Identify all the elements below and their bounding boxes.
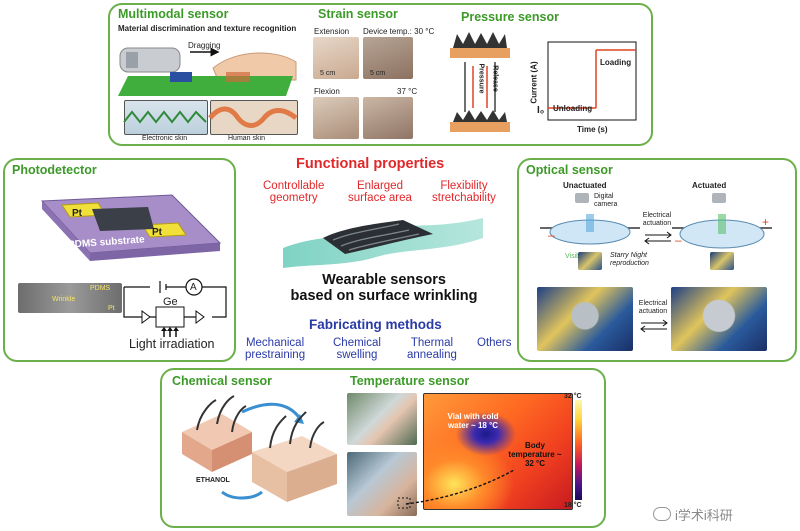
optical-membrane-actuated <box>672 214 772 249</box>
ethanol-label: ETHANOL <box>196 477 230 484</box>
scale-top-label: 32 °C <box>564 393 582 400</box>
pressure-title: Pressure sensor <box>461 10 559 24</box>
vial-photo <box>347 393 417 445</box>
chemical-skin-illustration <box>182 395 337 502</box>
wrinkle-micrograph <box>18 283 122 313</box>
thermal-pointer <box>397 469 515 509</box>
human-skin-inset <box>210 100 298 135</box>
strain-extension: Extension <box>314 27 350 36</box>
strain-photo-3 <box>313 97 359 139</box>
optical-arrows-1 <box>644 231 672 245</box>
human-skin-wave <box>208 106 298 128</box>
main-title-line-2: based on surface wrinkling <box>290 288 478 304</box>
starry-night-photo-left <box>537 287 633 351</box>
watermark: i学术i科研 <box>653 505 733 524</box>
wrinkled-surface <box>283 218 483 268</box>
micro-pt-label: Pt <box>108 305 115 312</box>
micro-pdms-label: PDMS <box>90 285 111 292</box>
electronic-skin-wave <box>123 110 207 124</box>
electrical-actuation-2: Electrical actuation <box>638 300 668 315</box>
optical-membrane-unactuated <box>540 214 640 245</box>
wechat-icon <box>653 507 671 521</box>
chemical-title: Chemical sensor <box>172 374 273 388</box>
temperature-scale <box>575 400 582 500</box>
method-others: Others <box>477 337 512 349</box>
multimodal-subtitle: Material discrimination and texture reco… <box>118 24 297 33</box>
dragging-label: Dragging <box>188 41 221 50</box>
strain-photo-4 <box>363 97 413 139</box>
light-irradiation-label: Light irradiation <box>129 337 215 351</box>
watermark-text: i学术i科研 <box>675 508 733 523</box>
optical-arrows-2 <box>640 319 668 333</box>
pressure-arrow-label: Pressure <box>477 63 485 94</box>
main-title-line-1: Wearable sensors <box>322 272 446 288</box>
minus-sign-2: – <box>675 233 682 247</box>
photodetector-device <box>40 194 222 261</box>
unactuated-label: Unactuated <box>563 181 607 190</box>
body-annotation: Body temperature ~ 32 °C <box>508 441 562 468</box>
photodetector-panel <box>3 158 236 362</box>
multimodal-title: Multimodal sensor <box>118 7 229 21</box>
visible-label: Visible <box>565 253 586 260</box>
minus-sign-1: – <box>548 228 555 242</box>
strain-title: Strain sensor <box>318 7 398 21</box>
ammeter-label: A <box>190 282 197 293</box>
pressure-device <box>450 32 510 132</box>
label-human-skin: Human skin <box>228 135 265 142</box>
thermal-image <box>423 393 573 510</box>
photodetector-title: Photodetector <box>12 163 97 177</box>
pt-label-2: Pt <box>152 227 162 238</box>
ge-label: Ge <box>163 296 178 308</box>
strain-photo-1 <box>313 37 359 79</box>
starry-night-photo-right <box>671 287 767 351</box>
electrical-actuation-1: Electrical actuation <box>642 212 672 227</box>
functional-title: Functional properties <box>296 156 445 172</box>
starry-night-label: Starry Night reproduction <box>610 252 649 267</box>
pt-label-1: Pt <box>72 208 82 219</box>
plus-sign: + <box>762 215 770 229</box>
temperature-title: Temperature sensor <box>350 374 470 388</box>
strain-device-temp: Device temp.: 30 °C <box>363 27 435 36</box>
strain-cm-1: 5 cm <box>320 70 336 77</box>
optical-title: Optical sensor <box>526 163 613 177</box>
micro-wrinkle-label: Wrinkle <box>52 296 76 303</box>
vial-annotation: Vial with cold water ~ 18 °C <box>447 412 499 430</box>
arm-photo <box>347 452 417 516</box>
starry-night-small-1 <box>578 252 602 270</box>
multimodal-illustration <box>118 47 297 96</box>
electronic-skin-inset <box>124 100 208 135</box>
strain-photo-2 <box>363 37 413 79</box>
actuated-label: Actuated <box>692 181 727 190</box>
pressure-loading: Loading <box>600 58 632 67</box>
photodetector-circuit <box>123 278 227 337</box>
camera-icon-2 <box>712 193 726 203</box>
pressure-unloading: Unloading <box>553 104 593 113</box>
pressure-ylabel: Current (A) <box>529 61 539 104</box>
pressure-chart <box>547 41 637 121</box>
scale-bottom-label: 18 °C <box>564 502 582 509</box>
camera-icon-1 <box>575 193 589 203</box>
digital-camera-label: Digital camera <box>594 193 618 208</box>
starry-night-small-2 <box>710 252 734 270</box>
pressure-xlabel: Time (s) <box>577 125 608 134</box>
label-electronic-skin: Electronic skin <box>142 135 188 142</box>
strain-flexion: Flexion <box>314 87 340 96</box>
main-title: Wearable sensors based on surface wrinkl… <box>284 272 484 304</box>
pressure-i0: I₀ <box>537 105 545 116</box>
methods-title: Fabricating methods <box>309 317 442 332</box>
strain-temp-2: 37 °C <box>397 87 418 96</box>
release-arrow-label: Release <box>491 65 499 92</box>
strain-cm-2: 5 cm <box>370 70 386 77</box>
